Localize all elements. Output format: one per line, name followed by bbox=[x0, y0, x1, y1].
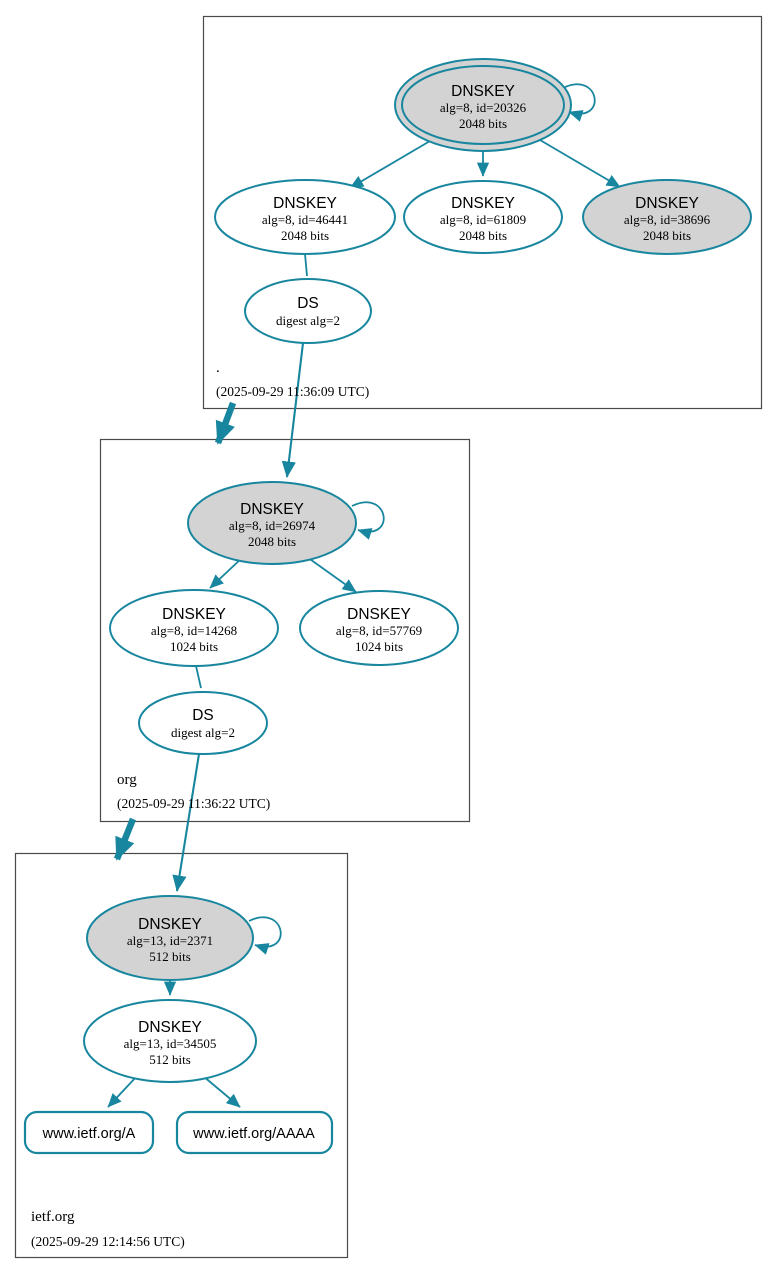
edge-ietf-ksk-selfloop bbox=[248, 916, 282, 955]
dnskey-46441-alg: alg=8, id=46441 bbox=[262, 212, 348, 227]
org-zone-box bbox=[99, 438, 471, 823]
node-dnskey-57769[interactable]: DNSKEY alg=8, id=57769 1024 bits bbox=[299, 590, 459, 666]
ds-root-ellipse[interactable] bbox=[244, 278, 372, 344]
dnskey-46441-title: DNSKEY bbox=[273, 195, 337, 212]
dnskey-20326-alg: alg=8, id=20326 bbox=[440, 100, 527, 115]
node-dnskey-61809[interactable]: DNSKEY alg=8, id=61809 2048 bits bbox=[403, 180, 563, 254]
edge-root-zsk1-to-ds bbox=[304, 253, 308, 277]
ds-org-title: DS bbox=[192, 707, 214, 724]
dnskey-34505-ellipse[interactable] bbox=[83, 999, 257, 1083]
dnskey-46441-ellipse[interactable] bbox=[214, 179, 396, 255]
edge-org-ksk-to-zsk1 bbox=[209, 556, 244, 589]
node-rrset-www-ietf-org-a[interactable]: www.ietf.org/A bbox=[23, 1110, 155, 1155]
rrset-a-rect[interactable] bbox=[23, 1110, 155, 1155]
dnskey-61809-title: DNSKEY bbox=[451, 195, 515, 212]
dnskey-14268-bits: 1024 bits bbox=[170, 639, 218, 654]
dnskey-20326-bits: 2048 bits bbox=[459, 116, 507, 131]
ietf-zone-timestamp: (2025-09-29 12:14:56 UTC) bbox=[31, 1234, 185, 1249]
dnskey-38696-alg: alg=8, id=38696 bbox=[624, 212, 711, 227]
ds-org-ellipse[interactable] bbox=[138, 691, 268, 755]
dnskey-57769-ellipse[interactable] bbox=[299, 590, 459, 666]
node-dnskey-38696[interactable]: DNSKEY alg=8, id=38696 2048 bits bbox=[582, 179, 752, 255]
root-zone-label: . bbox=[216, 360, 220, 376]
edge-root-ksk-to-zsk3 bbox=[539, 139, 621, 188]
node-dnskey-20326[interactable]: DNSKEY alg=8, id=20326 2048 bits bbox=[394, 58, 572, 152]
dnskey-2371-ellipse[interactable] bbox=[86, 895, 254, 981]
dnskey-34505-bits: 512 bits bbox=[149, 1052, 191, 1067]
dnskey-26974-bits: 2048 bits bbox=[248, 534, 296, 549]
dnskey-2371-bits: 512 bits bbox=[149, 949, 191, 964]
dnskey-26974-alg: alg=8, id=26974 bbox=[229, 518, 316, 533]
dnskey-20326-ellipse-outer[interactable] bbox=[394, 58, 572, 152]
edge-root-ksk-selfloop bbox=[562, 83, 596, 122]
node-ds-org[interactable]: DS digest alg=2 bbox=[138, 691, 268, 755]
dnskey-38696-bits: 2048 bits bbox=[643, 228, 691, 243]
node-dnskey-14268[interactable]: DNSKEY alg=8, id=14268 1024 bits bbox=[109, 589, 279, 667]
rrset-aaaa-rect[interactable] bbox=[175, 1110, 334, 1155]
dnskey-26974-ellipse[interactable] bbox=[187, 481, 357, 565]
ds-root-title: DS bbox=[297, 295, 319, 312]
node-dnskey-26974[interactable]: DNSKEY alg=8, id=26974 2048 bits bbox=[187, 481, 357, 565]
node-dnskey-2371[interactable]: DNSKEY alg=13, id=2371 512 bits bbox=[86, 895, 254, 981]
edge-root-ds-to-org-ksk bbox=[281, 342, 305, 478]
dnskey-2371-title: DNSKEY bbox=[138, 916, 202, 933]
dnskey-61809-alg: alg=8, id=61809 bbox=[440, 212, 526, 227]
node-rrset-www-ietf-org-aaaa[interactable]: www.ietf.org/AAAA bbox=[175, 1110, 334, 1155]
dnskey-57769-title: DNSKEY bbox=[347, 606, 411, 623]
dnskey-61809-ellipse[interactable] bbox=[403, 180, 563, 254]
ds-root-detail: digest alg=2 bbox=[276, 313, 340, 328]
org-zone-timestamp: (2025-09-29 11:36:22 UTC) bbox=[117, 796, 270, 811]
edge-ietf-zsk-to-rrset-aaaa bbox=[202, 1075, 241, 1108]
edge-org-ds-to-ietf-ksk bbox=[172, 753, 201, 892]
dnskey-34505-alg: alg=13, id=34505 bbox=[124, 1036, 217, 1051]
dnskey-26974-title: DNSKEY bbox=[240, 501, 304, 518]
edge-org-ksk-to-zsk2 bbox=[306, 556, 357, 593]
dnskey-46441-bits: 2048 bits bbox=[281, 228, 329, 243]
dnskey-2371-alg: alg=13, id=2371 bbox=[127, 933, 213, 948]
rrset-aaaa-label: www.ietf.org/AAAA bbox=[192, 1126, 315, 1142]
dnskey-57769-alg: alg=8, id=57769 bbox=[336, 623, 422, 638]
edge-org-ksk-selfloop bbox=[351, 501, 385, 540]
edge-root-ksk-to-zsk1 bbox=[349, 140, 431, 189]
node-dnskey-34505[interactable]: DNSKEY alg=13, id=34505 512 bits bbox=[83, 999, 257, 1083]
node-ds-root[interactable]: DS digest alg=2 bbox=[244, 278, 372, 344]
rrset-a-label: www.ietf.org/A bbox=[42, 1126, 136, 1142]
dnskey-38696-title: DNSKEY bbox=[635, 195, 699, 212]
root-zone-box bbox=[202, 15, 763, 410]
dnskey-20326-title: DNSKEY bbox=[451, 83, 515, 100]
edge-root-zone-to-org-zone bbox=[214, 401, 237, 445]
ietf-zone-box bbox=[14, 852, 349, 1259]
dnskey-57769-bits: 1024 bits bbox=[355, 639, 403, 654]
org-zone-label: org bbox=[117, 772, 137, 788]
ietf-zone-label: ietf.org bbox=[31, 1209, 75, 1225]
dnskey-61809-bits: 2048 bits bbox=[459, 228, 507, 243]
dnskey-20326-ellipse-inner bbox=[401, 65, 565, 145]
edge-org-zone-to-ietf-zone bbox=[113, 817, 137, 861]
edge-ietf-zsk-to-rrset-a bbox=[107, 1075, 138, 1108]
edge-org-zsk1-to-ds bbox=[195, 665, 202, 689]
ds-org-detail: digest alg=2 bbox=[171, 725, 235, 740]
dnskey-14268-alg: alg=8, id=14268 bbox=[151, 623, 237, 638]
dnskey-38696-ellipse[interactable] bbox=[582, 179, 752, 255]
root-zone-timestamp: (2025-09-29 11:36:09 UTC) bbox=[216, 384, 369, 399]
node-dnskey-46441[interactable]: DNSKEY alg=8, id=46441 2048 bits bbox=[214, 179, 396, 255]
dnskey-14268-title: DNSKEY bbox=[162, 606, 226, 623]
dnskey-34505-title: DNSKEY bbox=[138, 1019, 202, 1036]
dnskey-14268-ellipse[interactable] bbox=[109, 589, 279, 667]
